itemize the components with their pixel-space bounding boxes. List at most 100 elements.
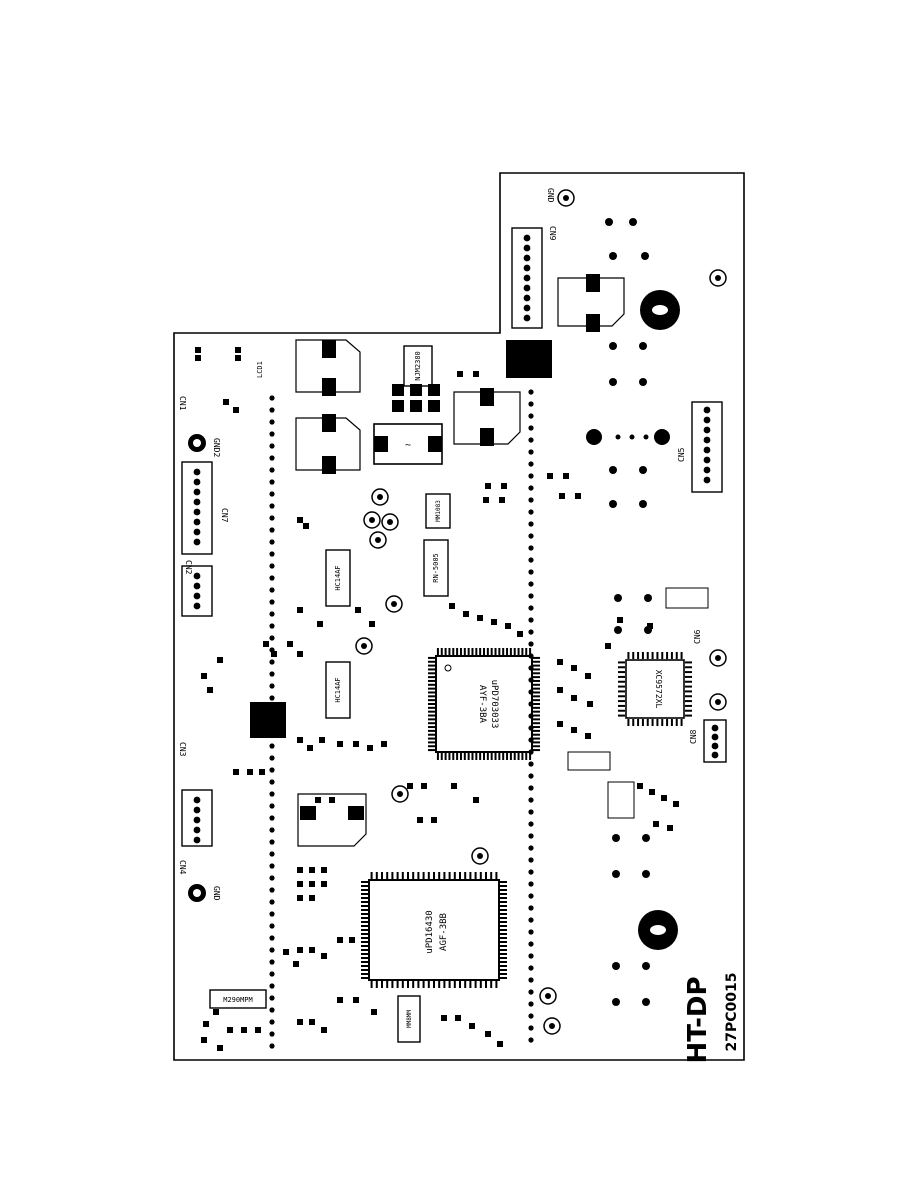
label-cn3: CN3 <box>178 742 187 757</box>
test-point-center <box>715 655 721 661</box>
header-hole <box>269 455 275 461</box>
header-hole <box>269 1031 275 1037</box>
smd-pad <box>485 483 491 489</box>
ic-pin <box>618 680 625 683</box>
header-hole <box>269 623 275 629</box>
header-hole <box>528 845 534 851</box>
test-point-center <box>369 517 375 523</box>
ic-pin <box>490 648 493 655</box>
ic-pin <box>517 753 520 760</box>
connector-pin <box>523 304 531 312</box>
smd-pad <box>585 733 591 739</box>
ic-pin <box>448 648 451 655</box>
ic-pin <box>483 753 485 760</box>
battery-block <box>506 340 552 378</box>
smd-pad <box>195 355 201 361</box>
header-hole <box>528 773 534 779</box>
ic-pin <box>464 872 467 879</box>
smd-pad <box>473 371 479 377</box>
ic-pin <box>453 872 456 879</box>
ic-pin <box>483 648 485 655</box>
smd-pad <box>571 727 577 733</box>
ic-pin <box>533 668 540 671</box>
smd-pad <box>297 881 303 887</box>
ic-qfp-top-label2: AYF-3BA <box>477 685 487 724</box>
ic-pin <box>361 961 368 963</box>
ic-pin <box>428 729 435 732</box>
ic-pin <box>456 753 459 760</box>
ic-pin <box>685 709 692 712</box>
header-hole <box>269 1019 275 1025</box>
ic-pin <box>459 872 461 879</box>
header-hole <box>269 419 275 425</box>
ic-pin <box>427 981 430 988</box>
pad-block-top <box>392 384 440 412</box>
resistor-arrays <box>567 587 709 819</box>
connector-pin <box>193 498 201 506</box>
ic-pin <box>475 648 478 655</box>
svg-text:~: ~ <box>405 440 411 451</box>
header-hole <box>269 527 275 533</box>
ic-pin <box>422 872 425 879</box>
header-hole <box>528 1025 534 1031</box>
ic-pin <box>475 753 478 760</box>
ic-pin <box>428 679 435 682</box>
ic-pin <box>646 652 649 659</box>
ic-pin <box>428 726 435 729</box>
test-point <box>557 189 575 207</box>
smd-pad <box>353 997 359 1003</box>
header-hole <box>269 863 275 869</box>
ic-pin <box>513 648 516 655</box>
header-hole <box>269 911 275 917</box>
smd-pad <box>241 1027 247 1033</box>
ic-pin <box>656 719 659 726</box>
switch-hole <box>609 466 617 474</box>
smd-pad <box>201 673 207 679</box>
ic-pin <box>500 925 507 927</box>
label-gnd-bottom: GND <box>212 886 221 901</box>
ic-pin <box>361 977 368 979</box>
ic-pin <box>500 901 507 903</box>
smd-pad <box>315 797 321 803</box>
header-hole <box>269 575 275 581</box>
ic-pin <box>685 680 692 683</box>
header-row-left <box>269 395 275 1049</box>
test-point <box>539 987 557 1005</box>
ic-pin <box>685 700 692 703</box>
smd-pad <box>407 783 413 789</box>
smd-pad <box>309 947 315 953</box>
connector-pin <box>703 466 711 474</box>
ic-mm8mm-label: MM8MM <box>406 1010 413 1028</box>
ic-pin <box>428 722 435 725</box>
test-point-center <box>375 537 381 543</box>
ic-pin <box>506 648 509 655</box>
ic-pin <box>533 741 540 744</box>
header-hole <box>528 989 534 995</box>
ic-pin <box>443 981 446 988</box>
smd-pad <box>355 607 361 613</box>
ic-pin <box>685 666 692 669</box>
test-point-center <box>715 275 721 281</box>
board-outline <box>173 172 745 1061</box>
ic-pin <box>533 679 540 682</box>
ic-pin <box>495 872 498 879</box>
switch-hole <box>639 342 647 350</box>
ic-pin <box>685 685 692 688</box>
ic-pin <box>440 753 443 760</box>
ic-pin <box>443 872 446 879</box>
ic-pin <box>361 921 368 923</box>
header-hole <box>269 983 275 989</box>
header-hole <box>528 509 534 515</box>
header-hole <box>269 503 275 509</box>
ic-pin <box>533 656 540 659</box>
test-point <box>391 785 409 803</box>
ic-pin <box>433 872 435 879</box>
header-hole <box>528 905 534 911</box>
connector-pin <box>193 582 201 590</box>
ic-pin <box>495 981 498 988</box>
ic-pin <box>479 872 482 879</box>
connector-pin <box>193 806 201 814</box>
ic-pin <box>651 652 654 659</box>
smd-pad <box>329 797 335 803</box>
smd-pad <box>557 687 563 693</box>
